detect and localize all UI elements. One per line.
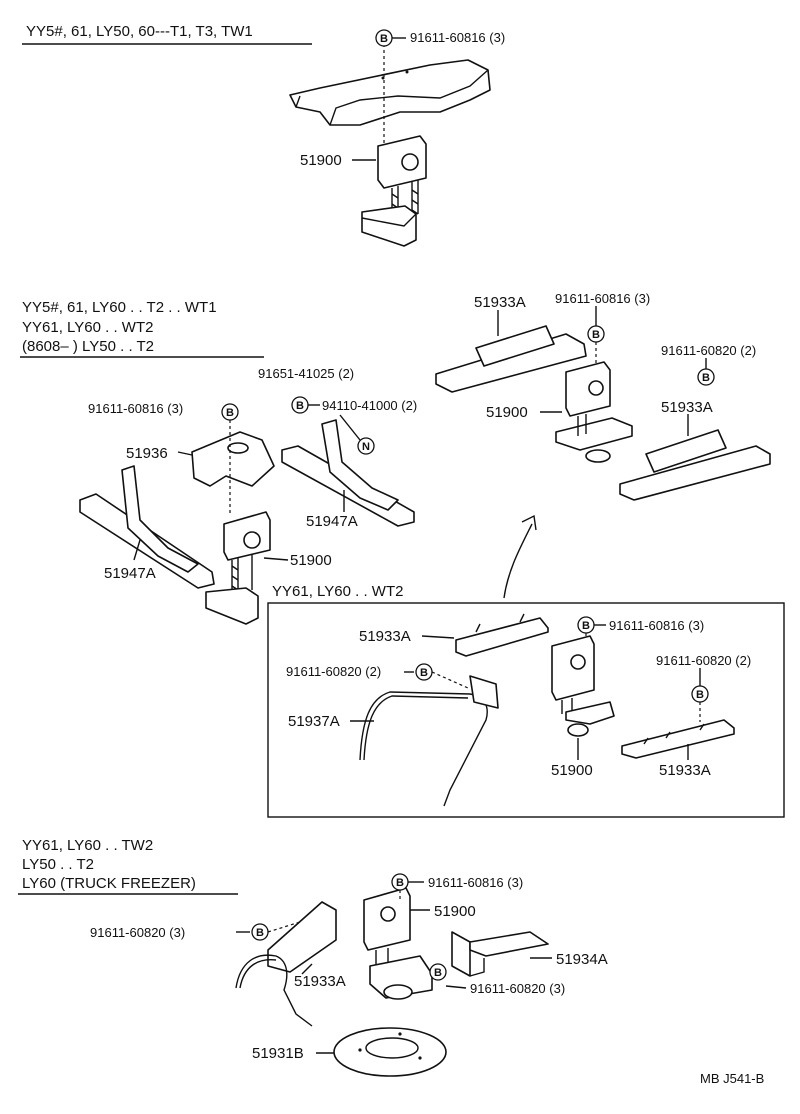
bolt-top-label: 91611-60816 (3) bbox=[428, 875, 523, 890]
crossmember-top-label: 51933A bbox=[359, 628, 411, 645]
svg-text:B: B bbox=[696, 689, 704, 701]
support-right-label: 51947A bbox=[306, 513, 358, 530]
svg-text:B: B bbox=[380, 33, 388, 45]
svg-text:B: B bbox=[420, 667, 428, 679]
bolt-right-leader bbox=[445, 985, 467, 989]
crossmember-top-leader bbox=[421, 635, 455, 639]
carrier-label: 51900 bbox=[486, 404, 528, 421]
bolt-right-label: 91611-60820 (2) bbox=[661, 343, 756, 358]
nut-label: 94110-41000 (2) bbox=[322, 398, 417, 413]
svg-text:B: B bbox=[582, 620, 590, 632]
bolt-dashed-line bbox=[431, 671, 469, 689]
crossmember-label: 51933A bbox=[294, 973, 346, 990]
wheel-cover bbox=[333, 1027, 447, 1077]
section-2-header-line-1: YY5#, 61, LY60 . . T2 . . WT1 bbox=[22, 299, 217, 316]
svg-text:B: B bbox=[226, 407, 234, 419]
bolt-marker-b: B bbox=[697, 368, 715, 386]
carrier-label: 51900 bbox=[551, 762, 593, 779]
bracket-51934a bbox=[451, 931, 549, 977]
carrier-label: 51900 bbox=[434, 903, 476, 920]
crossmember-top bbox=[435, 325, 587, 393]
crossmember bbox=[235, 901, 337, 1027]
bolt-label: 91611-60816 (3) bbox=[410, 30, 505, 45]
bolt-b-label: 91651-41025 (2) bbox=[258, 366, 354, 381]
bolt-marker-b: B bbox=[375, 29, 393, 47]
bracket-label: 51934A bbox=[556, 951, 608, 968]
reference-arrow bbox=[503, 523, 533, 599]
spare-wheel-carrier bbox=[205, 511, 271, 625]
section-5-header-line-2: LY50 . . T2 bbox=[22, 856, 94, 873]
svg-text:B: B bbox=[592, 329, 600, 341]
bracket-label: 51936 bbox=[126, 445, 168, 462]
bolt-marker-b: B bbox=[587, 325, 605, 343]
section-5-header-line-1: YY61, LY60 . . TW2 bbox=[22, 837, 153, 854]
bolt-marker-b: B bbox=[251, 923, 269, 941]
crossmember-plate bbox=[289, 59, 491, 126]
bolt-right-label: 91611-60820 (2) bbox=[656, 653, 751, 668]
bolt-top-label: 91611-60816 (3) bbox=[555, 291, 650, 306]
support-left-label: 51947A bbox=[104, 565, 156, 582]
spare-wheel-carrier bbox=[363, 887, 433, 1000]
carrier-label: 51900 bbox=[290, 552, 332, 569]
spare-wheel-carrier bbox=[551, 635, 615, 737]
carrier-label: 51900 bbox=[300, 152, 342, 169]
crossmember-top bbox=[455, 613, 549, 657]
bolt-marker-b: B bbox=[391, 873, 409, 891]
svg-text:N: N bbox=[362, 441, 370, 453]
support-left-leader bbox=[133, 539, 141, 561]
support-left bbox=[79, 465, 215, 589]
bolt-right-label: 91611-60820 (3) bbox=[470, 981, 565, 996]
section-2-header-line-3: (8608– ) LY50 . . T2 bbox=[22, 338, 154, 355]
section-4: YY61, LY60 . . WT2 51933A B 91611-60816 … bbox=[267, 580, 785, 818]
section-4-header-bg bbox=[268, 580, 440, 602]
bolt-left-label: 91611-60820 (2) bbox=[286, 664, 381, 679]
bracket-51936 bbox=[191, 431, 275, 487]
crossmember-top-label: 51933A bbox=[474, 294, 526, 311]
bolt-marker-b: B bbox=[577, 616, 595, 634]
bolt-marker-b: B bbox=[415, 663, 433, 681]
crossmember-right-label: 51933A bbox=[661, 399, 713, 416]
bolt-top-label: 91611-60816 (3) bbox=[609, 618, 704, 633]
section-2-header-line-2: YY61, LY60 . . WT2 bbox=[22, 319, 153, 336]
svg-text:B: B bbox=[702, 372, 710, 384]
bolt-marker-b: B bbox=[291, 396, 309, 414]
bolt-marker-b: B bbox=[691, 685, 709, 703]
bracket-leader bbox=[177, 451, 193, 456]
nut-leader bbox=[339, 414, 361, 441]
section-1: YY5#, 61, LY50, 60---T1, T3, TW1 B 91611… bbox=[22, 23, 505, 247]
bolt-marker-b: B bbox=[221, 403, 239, 421]
svg-text:B: B bbox=[434, 967, 442, 979]
svg-text:B: B bbox=[256, 927, 264, 939]
crossmember-leader bbox=[301, 963, 313, 975]
svg-text:B: B bbox=[296, 400, 304, 412]
cover-label: 51931B bbox=[252, 1045, 304, 1062]
bolt-marker-b: B bbox=[429, 963, 447, 981]
arrow-head-icon bbox=[521, 514, 537, 531]
footer-code: MB J541-B bbox=[700, 1071, 764, 1086]
crossmember-bottom bbox=[621, 719, 735, 759]
crossmember-right bbox=[619, 429, 771, 501]
support-right bbox=[281, 419, 415, 527]
section-1-header: YY5#, 61, LY50, 60---T1, T3, TW1 bbox=[26, 23, 253, 40]
section-3: 51933A 91611-60816 (3) B 51900 91611-608… bbox=[435, 291, 771, 599]
section-4-header: YY61, LY60 . . WT2 bbox=[272, 583, 403, 600]
section-4-box bbox=[267, 602, 785, 818]
section-5: YY61, LY60 . . TW2 LY50 . . T2 LY60 (TRU… bbox=[18, 837, 608, 1077]
nut-marker-n: N bbox=[357, 437, 375, 455]
carrier-leader bbox=[263, 557, 289, 561]
section-5-header-line-3: LY60 (TRUCK FREEZER) bbox=[22, 875, 196, 892]
bolt-left-label: 91611-60820 (3) bbox=[90, 925, 185, 940]
svg-text:B: B bbox=[396, 877, 404, 889]
spare-wheel-carrier bbox=[361, 135, 427, 247]
crossmember-bottom-label: 51933A bbox=[659, 762, 711, 779]
spare-wheel-carrier bbox=[555, 361, 633, 463]
stay-51937a bbox=[359, 675, 499, 807]
section-2: YY5#, 61, LY60 . . T2 . . WT1 YY61, LY60… bbox=[20, 299, 417, 625]
bolt-a-label: 91611-60816 (3) bbox=[88, 401, 183, 416]
stay-label: 51937A bbox=[288, 713, 340, 730]
